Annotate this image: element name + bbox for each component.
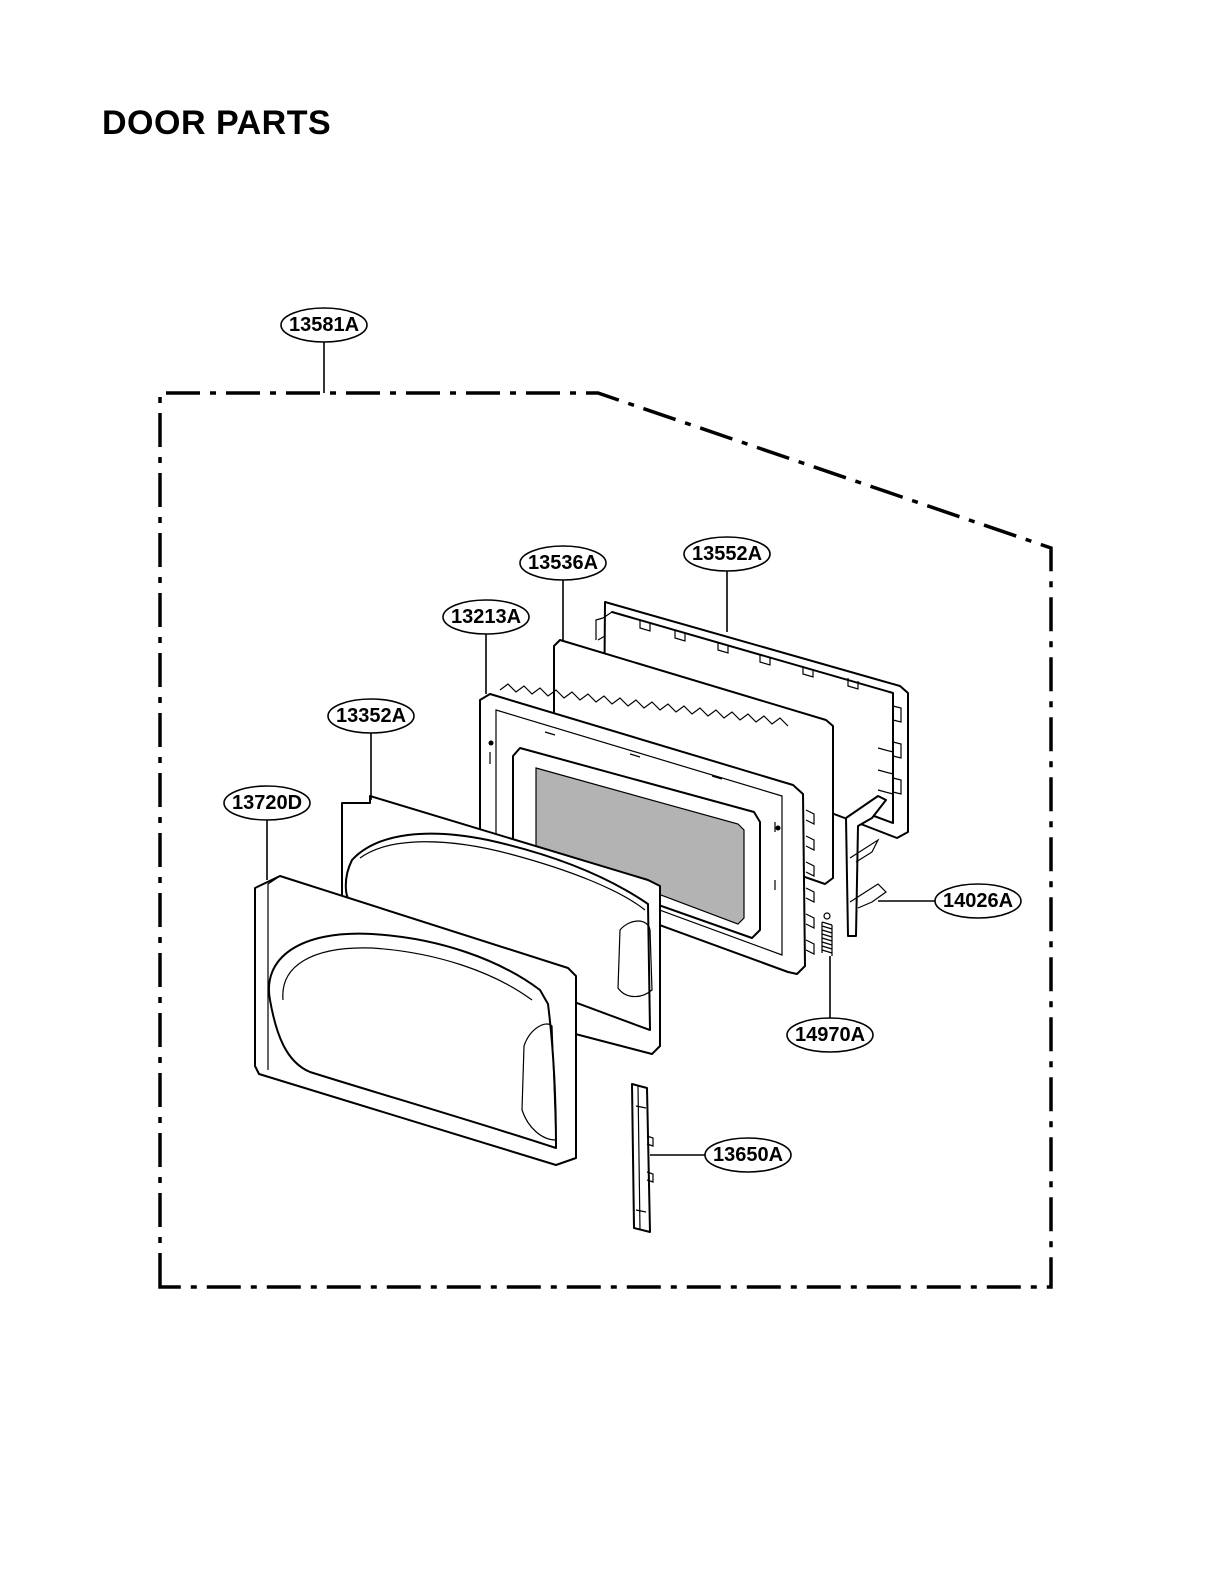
part-tag-14970a: 14970A bbox=[787, 1018, 873, 1052]
part-tag-13352a: 13352A bbox=[328, 699, 414, 733]
part-number-label: 13213A bbox=[451, 606, 521, 628]
part-tag-13536a: 13536A bbox=[520, 546, 606, 580]
part-tag-13650a: 13650A bbox=[705, 1138, 791, 1172]
part-tag-13213a: 13213A bbox=[443, 600, 529, 634]
part-number-label: 13650A bbox=[713, 1144, 783, 1166]
part-tag-13720d: 13720D bbox=[224, 786, 310, 820]
part-tag-13552a: 13552A bbox=[684, 537, 770, 571]
part-number-label: 14026A bbox=[943, 890, 1013, 912]
part-number-label: 13352A bbox=[336, 705, 406, 727]
part-tag-13581a: 13581A bbox=[281, 308, 367, 342]
part-number-label: 14970A bbox=[795, 1024, 865, 1046]
part-tag-14026a: 14026A bbox=[935, 884, 1021, 918]
part-number-label: 13581A bbox=[289, 314, 359, 336]
latch-lever-part bbox=[632, 1084, 653, 1232]
part-number-label: 13552A bbox=[692, 543, 762, 565]
part-number-label: 13720D bbox=[232, 792, 302, 814]
latch-spring-part bbox=[822, 913, 832, 956]
part-number-label: 13536A bbox=[528, 552, 598, 574]
